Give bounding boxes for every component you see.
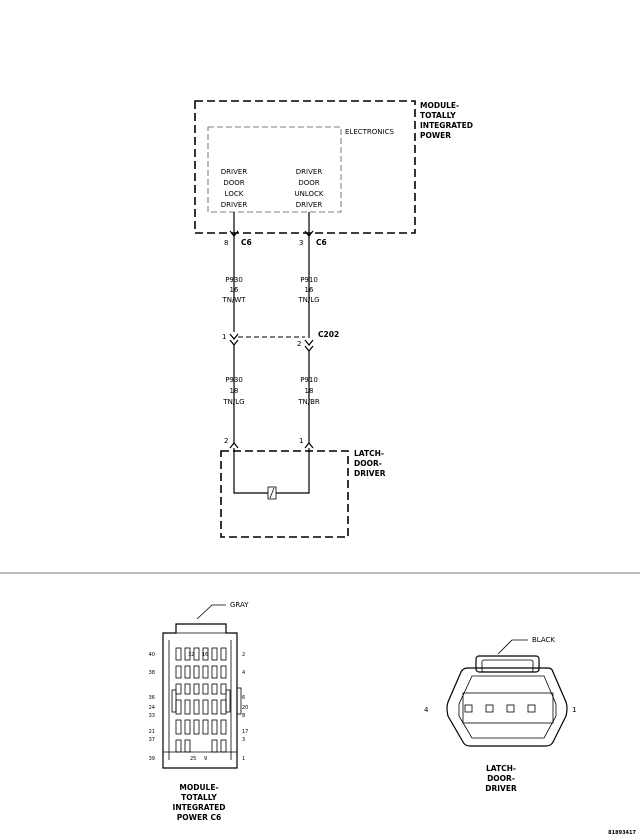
c6-caption-line4: POWER C6 bbox=[177, 813, 221, 822]
c6-pin-33: 33 bbox=[149, 713, 155, 719]
latch-connector-pin-4: 4 bbox=[424, 706, 429, 714]
c6-pin-3: 3 bbox=[242, 737, 245, 743]
unlock-line2: DOOR bbox=[298, 179, 319, 187]
c6-pin-4: 4 bbox=[242, 670, 245, 676]
wire-p930-circuit-upper: P930 bbox=[225, 276, 243, 284]
terminal-latch-pin1 bbox=[304, 442, 314, 449]
c6-pin-6: 6 bbox=[242, 695, 245, 701]
c6-right-conn-label: C6 bbox=[316, 238, 327, 247]
latch-motor-loop bbox=[233, 448, 268, 494]
black-leader bbox=[497, 639, 528, 655]
terminal-c202-pin2-lower bbox=[304, 345, 314, 352]
c6-pin-8: 8 bbox=[242, 713, 245, 719]
latch-title-line3: DRIVER bbox=[354, 469, 386, 478]
latch-caption-line1: LATCH- bbox=[486, 764, 516, 773]
wire-p910-color-upper: TN/LG bbox=[297, 296, 319, 304]
wire-p910-circuit-upper: P910 bbox=[300, 276, 318, 284]
c6-caption-line1: MODULE- bbox=[179, 783, 218, 792]
latch-caption-line2: DOOR- bbox=[487, 774, 515, 783]
wire-p930-circuit-lower: P930 bbox=[225, 376, 243, 384]
c6-pin-32: 32 bbox=[188, 652, 194, 658]
terminal-c6-pin8 bbox=[229, 230, 239, 237]
c6-pin-20: 20 bbox=[242, 705, 248, 711]
wire-p910-gauge-upper: 16 bbox=[305, 286, 314, 294]
connector-c202: C202 bbox=[238, 330, 339, 339]
c202-label: C202 bbox=[318, 330, 339, 339]
electronics-boundary bbox=[207, 126, 342, 213]
c6-pin-2: 2 bbox=[242, 652, 245, 658]
c6-pin-25: 25 bbox=[190, 756, 196, 762]
connector-c6-face: GRAY 40 38 36 24 33 21 37 39 bbox=[149, 601, 250, 822]
c202-pin1-label: 1 bbox=[222, 333, 226, 341]
terminal-c202-pin1-lower bbox=[229, 339, 239, 346]
latch-connector-cavities bbox=[464, 704, 536, 713]
lock-line4: DRIVER bbox=[221, 201, 248, 209]
lock-line3: LOCK bbox=[225, 190, 244, 198]
wire-p930-color-lower: TN/LG bbox=[222, 398, 244, 406]
c6-color-label: GRAY bbox=[230, 601, 249, 609]
c202-pin2-label: 2 bbox=[297, 340, 301, 348]
module-title-line2: TOTALLY bbox=[420, 111, 456, 120]
wire-p910-color-lower: TN/BR bbox=[297, 398, 320, 406]
latch-pin2-label: 2 bbox=[224, 437, 228, 445]
c6-left-conn-label: C6 bbox=[241, 238, 252, 247]
unlock-line3: UNLOCK bbox=[295, 190, 324, 198]
c6-pin-17: 17 bbox=[242, 729, 248, 735]
driver-door-lock-driver: DRIVER DOOR LOCK DRIVER bbox=[221, 168, 248, 209]
latch-pin1-label: 1 bbox=[299, 437, 303, 445]
lock-line1: DRIVER bbox=[221, 168, 248, 176]
module-tip: MODULE- TOTALLY INTEGRATED POWER ELECTRO… bbox=[194, 100, 473, 234]
c6-pin-1: 1 bbox=[242, 756, 245, 762]
c6-pin-38: 38 bbox=[149, 670, 155, 676]
latch-caption-line3: DRIVER bbox=[485, 784, 517, 793]
c6-cavity-grid bbox=[171, 647, 242, 753]
latch-connector-color-label: BLACK bbox=[532, 636, 555, 644]
latch-motor-symbol bbox=[267, 486, 277, 500]
module-title-line1: MODULE- bbox=[420, 101, 459, 110]
wire-p930-color-upper: TN/WT bbox=[221, 296, 246, 304]
wire-right: 3 C6 P910 16 TN/LG 2 P910 18 TN/BR 1 bbox=[297, 212, 327, 449]
latch-connector-latch bbox=[475, 655, 540, 673]
wire-p930-gauge-upper: 16 bbox=[230, 286, 239, 294]
c6-pin-16: 16 bbox=[202, 652, 208, 658]
latch-door-driver: LATCH- DOOR- DRIVER bbox=[220, 448, 386, 538]
c6-caption-line2: TOTALLY bbox=[181, 793, 217, 802]
c6-caption-line3: INTEGRATED bbox=[173, 803, 226, 812]
lock-line2: DOOR bbox=[223, 179, 244, 187]
driver-door-unlock-driver: DRIVER DOOR UNLOCK DRIVER bbox=[295, 168, 324, 209]
wire-p910-gauge-lower: 18 bbox=[305, 387, 314, 395]
connector-latch-face: BLACK 4 1 LATCH- DOOR- DRIVER bbox=[424, 636, 576, 793]
c6-pin8-label: 8 bbox=[224, 239, 228, 247]
wire-p910-circuit-lower: P910 bbox=[300, 376, 318, 384]
c6-pin-9: 9 bbox=[204, 756, 207, 762]
figure-id: 81893417 bbox=[608, 830, 636, 836]
wire-left: 8 C6 P930 16 TN/WT 1 P930 18 TN/LG 2 bbox=[221, 212, 252, 449]
latch-title-line2: DOOR- bbox=[354, 459, 382, 468]
latch-connector-pin-1: 1 bbox=[572, 706, 576, 714]
c6-pin-21: 21 bbox=[149, 729, 155, 735]
c6-pin-36: 36 bbox=[149, 695, 155, 701]
c6-pin-24: 24 bbox=[149, 705, 155, 711]
c6-pin-39: 39 bbox=[149, 756, 155, 762]
c6-pin-37: 37 bbox=[149, 737, 155, 743]
terminal-latch-pin2 bbox=[229, 442, 239, 449]
terminal-c202-pin1-upper bbox=[229, 333, 239, 340]
latch-title-line1: LATCH- bbox=[354, 449, 384, 458]
latch-boundary bbox=[220, 450, 349, 538]
c6-pin3-label: 3 bbox=[299, 239, 303, 247]
module-title-line3: INTEGRATED bbox=[420, 121, 473, 130]
module-title-line4: POWER bbox=[420, 131, 451, 140]
unlock-line4: DRIVER bbox=[296, 201, 323, 209]
wire-p930-gauge-lower: 18 bbox=[230, 387, 239, 395]
terminal-c6-pin3 bbox=[304, 230, 314, 237]
gray-leader bbox=[196, 604, 226, 620]
electronics-label: ELECTRONICS bbox=[345, 128, 394, 136]
terminal-c202-pin2-upper bbox=[304, 339, 314, 346]
latch-connector-shell bbox=[446, 667, 568, 747]
module-boundary bbox=[194, 100, 416, 234]
unlock-line1: DRIVER bbox=[296, 168, 323, 176]
c6-pin-40: 40 bbox=[149, 652, 155, 658]
